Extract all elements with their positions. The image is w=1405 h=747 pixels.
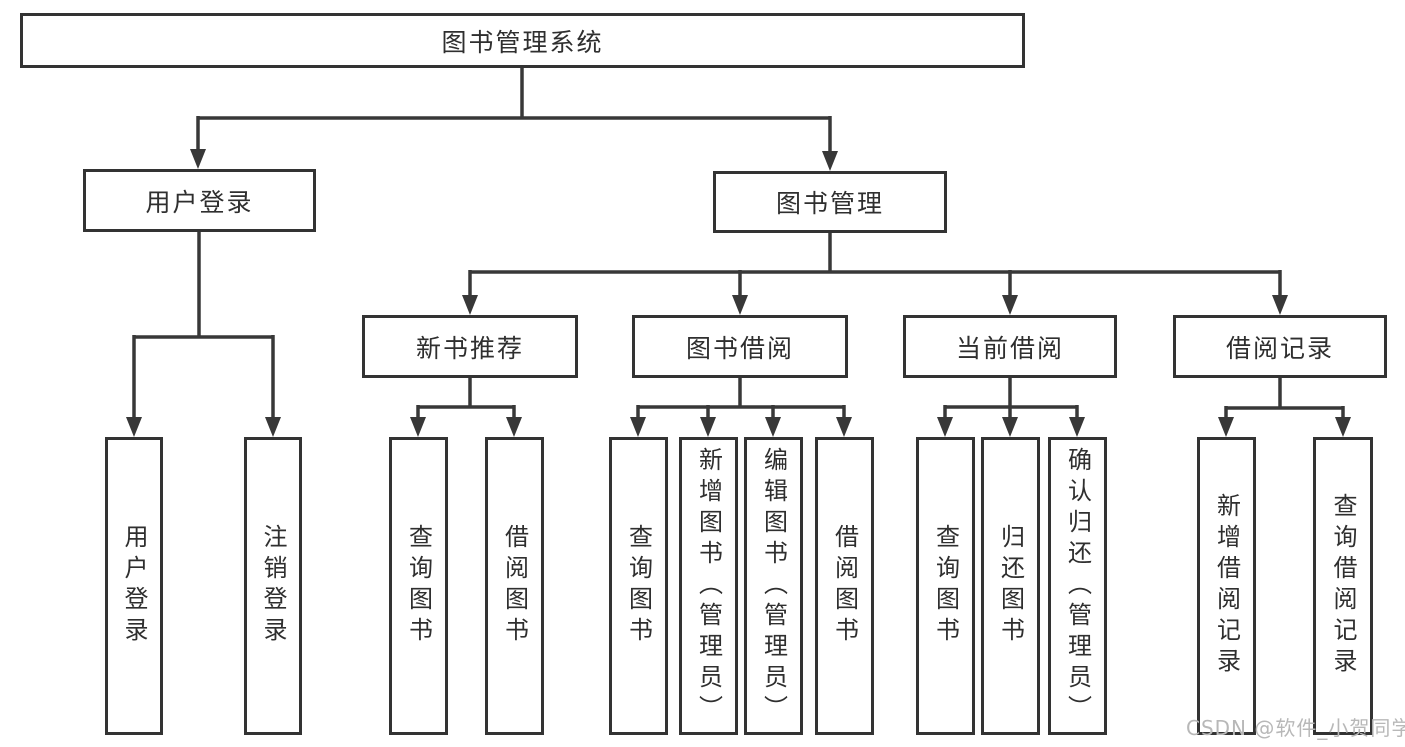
leaf-confirm-return-admin: 确认归还（管理员） [1048, 437, 1107, 735]
leaf-query-book: 查询图书 [609, 437, 668, 735]
watermark: CSDN @软件_小贺同学 [1186, 716, 1405, 740]
arrow-down-icon [1002, 295, 1018, 315]
connector-line [468, 233, 1282, 300]
leaf-user-login: 用户登录 [105, 437, 163, 735]
connector-line [636, 378, 846, 422]
leaf-add-borrow-record: 新增借阅记录 [1197, 437, 1256, 735]
arrow-down-icon [1069, 417, 1085, 437]
arrow-down-icon [462, 295, 478, 315]
arrow-down-icon [190, 149, 206, 169]
arrow-down-icon [1218, 417, 1234, 437]
node-current-borrowing: 当前借阅 [903, 315, 1117, 378]
arrow-down-icon [937, 417, 953, 437]
node-book-borrowing: 图书借阅 [632, 315, 848, 378]
connector-line [132, 232, 275, 422]
leaf-edit-book-admin: 编辑图书（管理员） [744, 437, 803, 735]
arrow-down-icon [410, 417, 426, 437]
arrow-down-icon [822, 151, 838, 171]
arrow-down-icon [1272, 295, 1288, 315]
arrow-down-icon [765, 417, 781, 437]
arrow-down-icon [732, 295, 748, 315]
node-user-login: 用户登录 [83, 169, 316, 232]
node-library-system: 图书管理系统 [20, 13, 1025, 68]
leaf-query-book: 查询图书 [916, 437, 975, 735]
node-borrowing-records: 借阅记录 [1173, 315, 1387, 378]
node-new-book-recommend: 新书推荐 [362, 315, 578, 378]
arrow-down-icon [126, 417, 142, 437]
connector-line [1224, 378, 1345, 422]
arrow-down-icon [630, 417, 646, 437]
arrow-down-icon [1335, 417, 1351, 437]
connector-line [943, 378, 1079, 422]
connector-line [196, 68, 832, 156]
leaf-borrow-book: 借阅图书 [485, 437, 544, 735]
arrow-down-icon [506, 417, 522, 437]
leaf-return-book: 归还图书 [981, 437, 1040, 735]
arrow-down-icon [1002, 417, 1018, 437]
node-book-management: 图书管理 [713, 171, 947, 233]
leaf-query-borrow-record: 查询借阅记录 [1313, 437, 1373, 735]
leaf-logout: 注销登录 [244, 437, 302, 735]
leaf-add-book-admin: 新增图书（管理员） [679, 437, 738, 735]
leaf-query-book: 查询图书 [389, 437, 448, 735]
arrow-down-icon [836, 417, 852, 437]
arrow-down-icon [265, 417, 281, 437]
arrow-down-icon [700, 417, 716, 437]
leaf-borrow-book: 借阅图书 [815, 437, 874, 735]
connector-line [416, 378, 516, 422]
